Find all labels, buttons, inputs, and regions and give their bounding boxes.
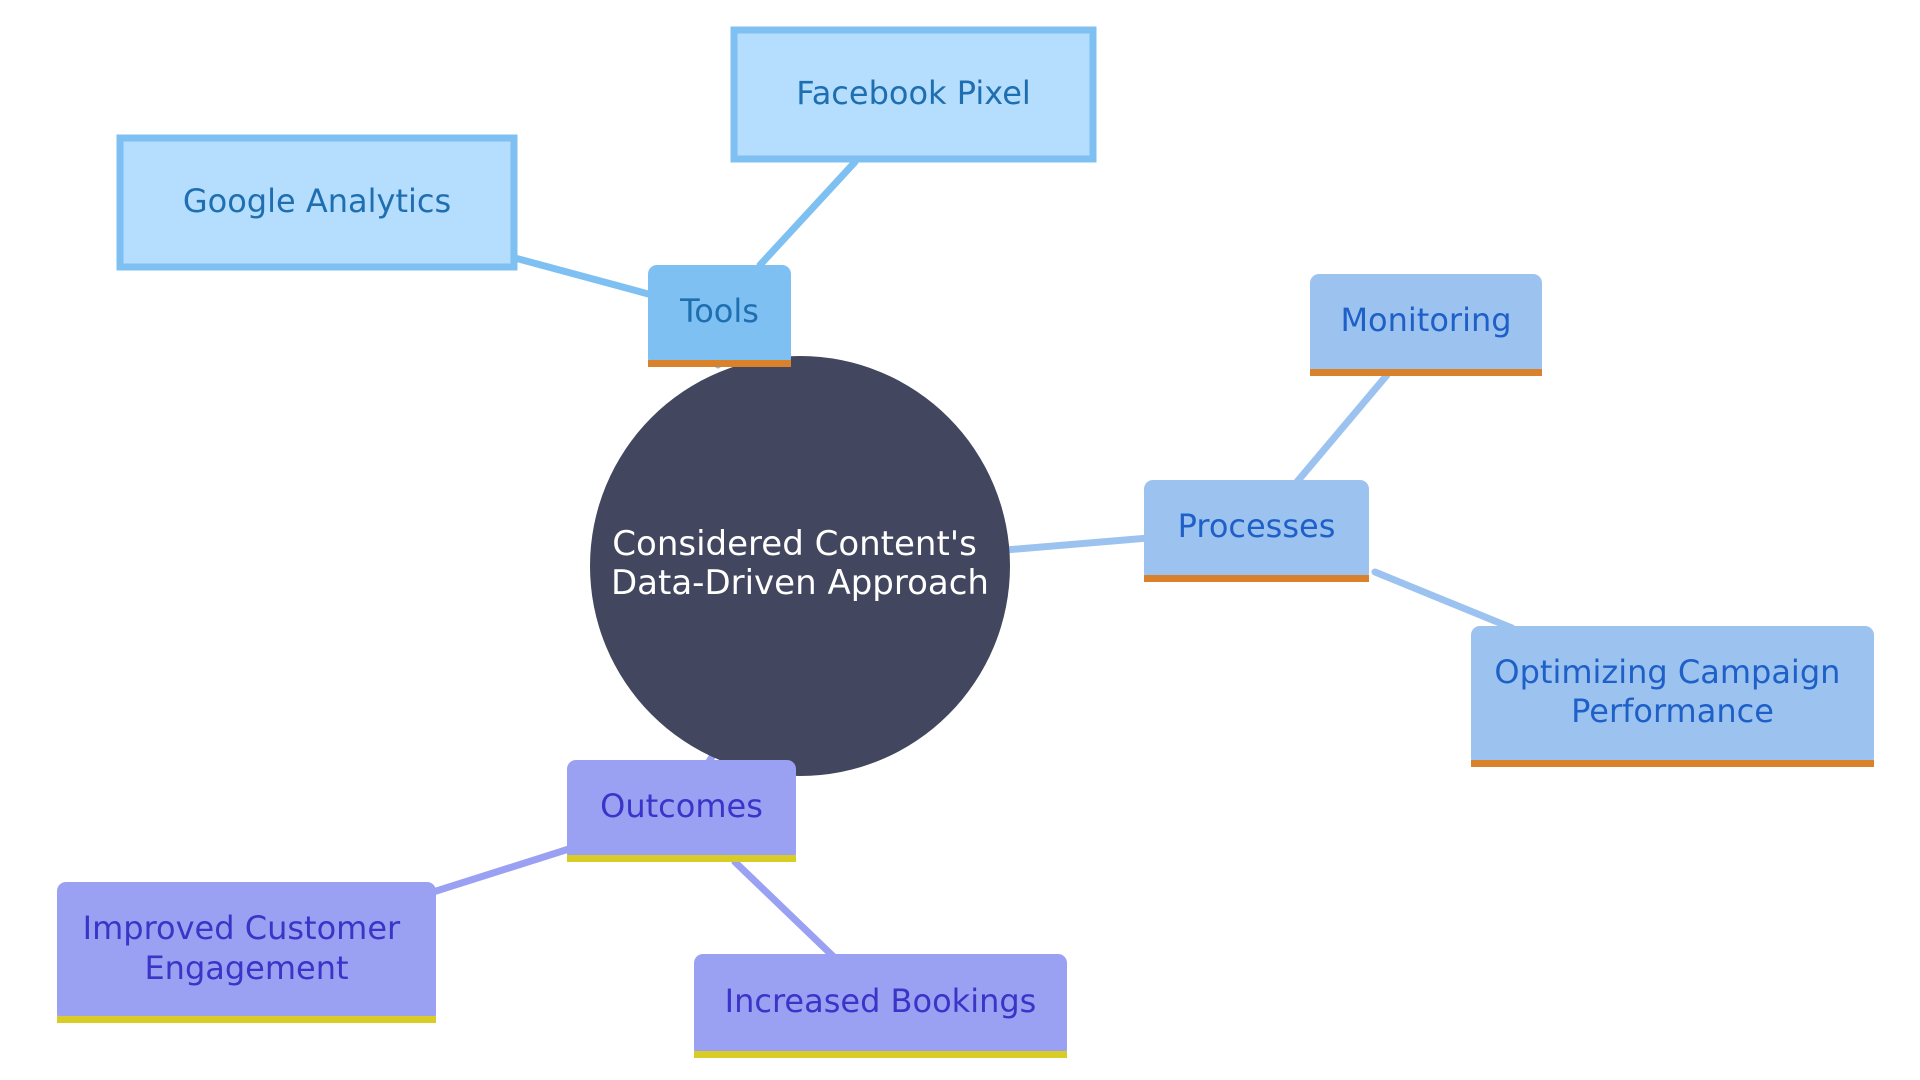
edge-outcomes-engagement bbox=[426, 844, 576, 897]
outcomes-underline bbox=[567, 855, 796, 862]
monitoring-label: Monitoring bbox=[1340, 301, 1511, 339]
leaf-monitoring[interactable]: Monitoring bbox=[1310, 274, 1542, 376]
leaf-optimizing-campaign-performance[interactable]: Optimizing Campaign Performance bbox=[1471, 626, 1874, 767]
bookings-label: Increased Bookings bbox=[725, 982, 1037, 1020]
tools-underline bbox=[648, 360, 791, 367]
google-analytics-line: Google Analytics bbox=[183, 182, 451, 220]
edge-outcomes-bookings bbox=[731, 858, 841, 964]
edge-root-processes bbox=[1001, 534, 1152, 554]
processes-label: Processes bbox=[1178, 507, 1336, 545]
engagement-underline bbox=[57, 1016, 436, 1023]
google-analytics-label: Google Analytics bbox=[183, 182, 451, 220]
root-label-line: Considered Content's bbox=[612, 524, 977, 564]
optimizing-node[interactable] bbox=[1471, 626, 1874, 767]
edge-tools-facebook-pixel bbox=[756, 158, 859, 269]
optimizing-line: Performance bbox=[1571, 692, 1774, 730]
outcomes-label: Outcomes bbox=[600, 787, 763, 825]
root-circle bbox=[590, 356, 1010, 776]
root-label-line: Data-Driven Approach bbox=[611, 563, 989, 603]
root-node: Considered Content's Data-Driven Approac… bbox=[590, 356, 1010, 776]
processes-node[interactable] bbox=[1144, 480, 1369, 582]
facebook-pixel-label: Facebook Pixel bbox=[796, 74, 1031, 112]
leaf-increased-bookings[interactable]: Increased Bookings bbox=[694, 954, 1067, 1058]
facebook-pixel-node[interactable] bbox=[730, 26, 1097, 163]
edge-tools-google-analytics bbox=[511, 254, 656, 299]
leaf-improved-customer-engagement[interactable]: Improved Customer Engagement bbox=[57, 882, 436, 1023]
monitoring-line: Monitoring bbox=[1340, 301, 1511, 339]
optimizing-underline bbox=[1471, 760, 1874, 767]
engagement-label: Improved Customer Engagement bbox=[83, 909, 411, 987]
engagement-line: Improved Customer bbox=[83, 909, 401, 947]
leaf-facebook-pixel[interactable]: Facebook Pixel bbox=[730, 26, 1097, 163]
connectors bbox=[426, 158, 1516, 964]
tools-label: Tools bbox=[679, 292, 759, 330]
processes-underline bbox=[1144, 575, 1369, 582]
leaf-google-analytics[interactable]: Google Analytics bbox=[116, 134, 518, 271]
bookings-line: Increased Bookings bbox=[725, 982, 1037, 1020]
bookings-underline bbox=[694, 1051, 1067, 1058]
google-analytics-node[interactable] bbox=[116, 134, 518, 271]
root-label: Considered Content's Data-Driven Approac… bbox=[611, 524, 989, 603]
branch-outcomes[interactable]: Outcomes bbox=[567, 760, 796, 862]
monitoring-underline bbox=[1310, 369, 1542, 376]
optimizing-line: Optimizing Campaign bbox=[1494, 653, 1840, 691]
engagement-line: Engagement bbox=[144, 949, 348, 987]
tools-node[interactable] bbox=[648, 265, 791, 367]
branch-processes[interactable]: Processes bbox=[1144, 480, 1369, 582]
engagement-node[interactable] bbox=[57, 882, 436, 1023]
edge-processes-optimizing bbox=[1371, 568, 1516, 632]
monitoring-node[interactable] bbox=[1310, 274, 1542, 376]
branch-tools[interactable]: Tools bbox=[648, 265, 791, 367]
facebook-pixel-line: Facebook Pixel bbox=[796, 74, 1031, 112]
edge-processes-monitoring bbox=[1292, 371, 1391, 487]
outcomes-node[interactable] bbox=[567, 760, 796, 862]
optimizing-label: Optimizing Campaign Performance bbox=[1494, 653, 1850, 730]
bookings-node[interactable] bbox=[694, 954, 1067, 1058]
